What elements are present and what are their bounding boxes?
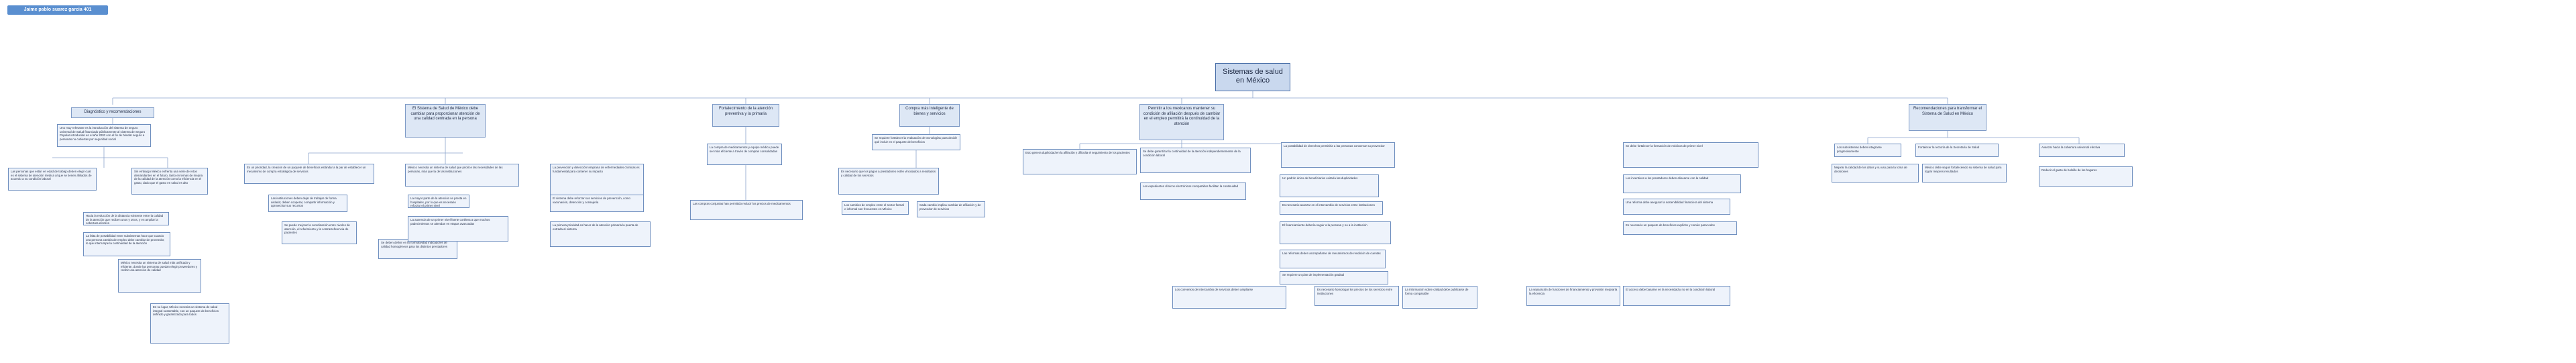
note-box: Fortalecer la rectoría de la Secretaría … <box>1915 144 1999 157</box>
note-box: Sin embargo México enfrenta una serie de… <box>131 168 208 195</box>
root-topic: Sistemas de salud en México <box>1215 63 1290 91</box>
note-box: Un padrón único de beneficiarios evitarí… <box>1280 174 1379 197</box>
note-box: Es necesario un paquete de beneficios ex… <box>1623 221 1737 235</box>
note-box: Es necesario que los pagos a prestadores… <box>838 168 939 195</box>
note-box: La información sobre calidad debe public… <box>1402 286 1477 309</box>
note-box: La mayor parte de la atención se presta … <box>408 195 469 208</box>
category-atencion-preventiva: Fortalecimiento de la atención preventiv… <box>712 104 779 127</box>
category-diagnostico: Diagnóstico y recomendaciones <box>71 107 154 118</box>
note-box: Las instituciones deben dejar de trabaja… <box>268 195 347 212</box>
note-box: Reducir el gasto de bolsillo de los hoga… <box>2039 166 2133 187</box>
note-box: Se deben definir en la normatividad indi… <box>378 239 457 259</box>
note-box: Se puede mejorar la coordinación entre n… <box>282 221 357 244</box>
note-box: Los subsistemas deben integrarse progres… <box>1834 144 1901 157</box>
note-box: México debe seguir fortaleciendo su sist… <box>1922 164 2007 183</box>
note-box: El sistema debe reforzar sus servicios d… <box>550 195 644 212</box>
note-box: Es un prioridad, la creación de un paque… <box>244 164 374 184</box>
note-box: Se requiere fortalecer la evaluación de … <box>872 134 960 150</box>
note-box: Cada cambio implica cambiar de afiliació… <box>917 201 985 217</box>
note-box: Se debe garantizar la continuidad de la … <box>1140 148 1251 173</box>
note-box: En su lugar, México necesita un sistema … <box>150 303 229 344</box>
note-box: Es necesario avanzar en el intercambio d… <box>1280 201 1383 215</box>
note-box: Avanzar hacia la cobertura universal efe… <box>2039 144 2125 157</box>
note-box: Los cambios de empleo entre el sector fo… <box>842 201 909 215</box>
note-box: Los convenios de intercambio de servicio… <box>1172 286 1286 309</box>
note-box: Uno muy relevante es la introducción del… <box>57 124 151 147</box>
note-box: Las personas que están en edad de trabaj… <box>8 168 97 191</box>
note-box: El acceso debe basarse en la necesidad y… <box>1623 286 1730 306</box>
author-tag: Jaime pablo suarez garcia 401 <box>7 5 108 15</box>
note-box: Se requiere un plan de implementación gr… <box>1280 271 1388 284</box>
note-box: Las compras conjuntas han permitido redu… <box>690 200 803 220</box>
note-box: Se debe fortalecer la formación de médic… <box>1623 142 1758 168</box>
category-compra-inteligente: Compra más inteligente de bienes y servi… <box>899 104 960 127</box>
note-box: La ausencia de un primer nivel fuerte co… <box>408 216 508 242</box>
note-box: El financiamiento debería seguir a la pe… <box>1280 221 1391 244</box>
note-box: Los expedientes clínicos electrónicos co… <box>1140 183 1246 200</box>
note-box: Hacia la reducción de la distancia exist… <box>83 212 169 225</box>
note-box: Los incentivos a los prestadores deben a… <box>1623 174 1741 193</box>
note-box: Las reformas deben acompañarse de mecani… <box>1280 250 1386 268</box>
note-box: Una reforma debe asegurar la sostenibili… <box>1623 199 1730 215</box>
note-box: La prevención y detección temprana de en… <box>550 164 644 200</box>
category-recomendaciones: Recomendaciones para transformar el Sist… <box>1909 104 1986 131</box>
note-box: La separación de funciones de financiami… <box>1526 286 1620 306</box>
note-box: La primera prioridad es hacer de la aten… <box>550 221 651 247</box>
note-box: La falta de portabilidad entre subsistem… <box>83 232 170 256</box>
note-box: La portabilidad de derechos permitiría a… <box>1281 142 1395 168</box>
category-portabilidad: Permitir a los mexicanos mantener su con… <box>1139 104 1224 140</box>
note-box: La compra de medicamentos y equipo médic… <box>707 144 782 165</box>
note-box: México necesita un sistema de salud que … <box>405 164 519 187</box>
note-box: Mejorar la calidad de los datos y su uso… <box>1832 164 1919 183</box>
note-box: Es necesario homologar los precios de lo… <box>1314 286 1399 306</box>
note-box: Esto genera duplicidad en la afiliación … <box>1023 149 1137 174</box>
note-box: México necesita un sistema de salud más … <box>118 259 201 293</box>
category-cambio-sistema: El Sistema de Salud de México debe cambi… <box>405 104 486 138</box>
